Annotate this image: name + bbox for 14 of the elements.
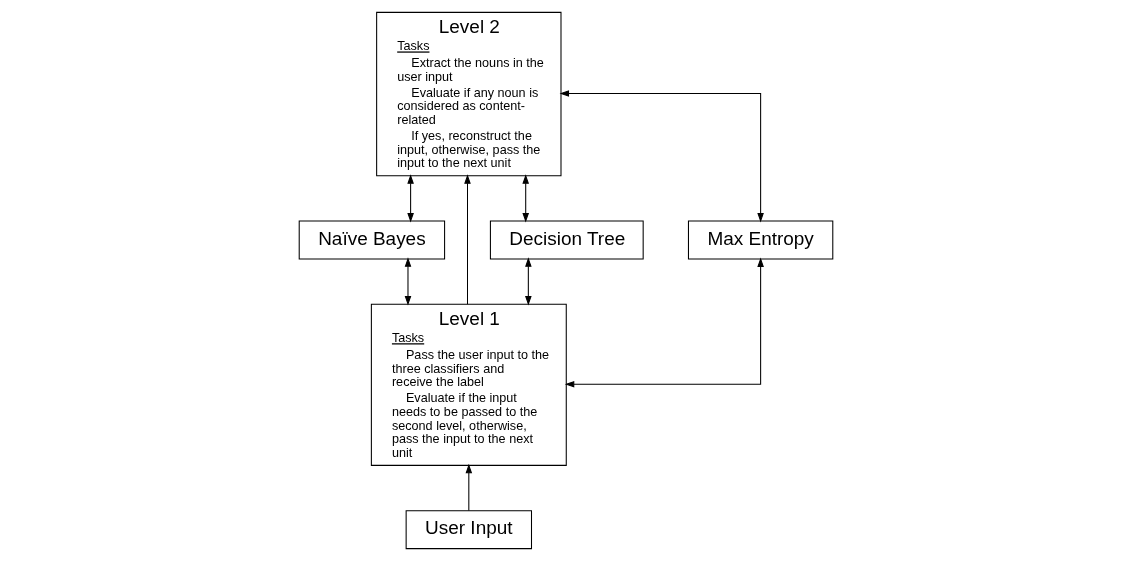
- arrow: [522, 174, 530, 223]
- node-box: User Input: [405, 510, 533, 550]
- arrow: [525, 257, 532, 306]
- arrow: [464, 174, 471, 305]
- node-box: Level 2 Tasks Extract the nouns in the user input Evaluate if any noun is considered as content-related If yes, reconstruct the input, otherwise, pass the input to the next unit: [376, 11, 562, 177]
- node-box: Level 1 Tasks Pass the user input to the three classifiers and receive the label Evaluate if the input needs to be passed to the second level, otherwise, pass the input to the next unit: [370, 303, 567, 466]
- arrow: [407, 174, 414, 223]
- arrow: [559, 90, 764, 223]
- arrow: [404, 257, 412, 306]
- arrow: [564, 257, 764, 388]
- node-box: Naïve Bayes: [298, 220, 446, 260]
- node-box: Decision Tree: [489, 220, 644, 260]
- arrow: [465, 463, 473, 511]
- node-box: Max Entropy: [687, 220, 834, 260]
